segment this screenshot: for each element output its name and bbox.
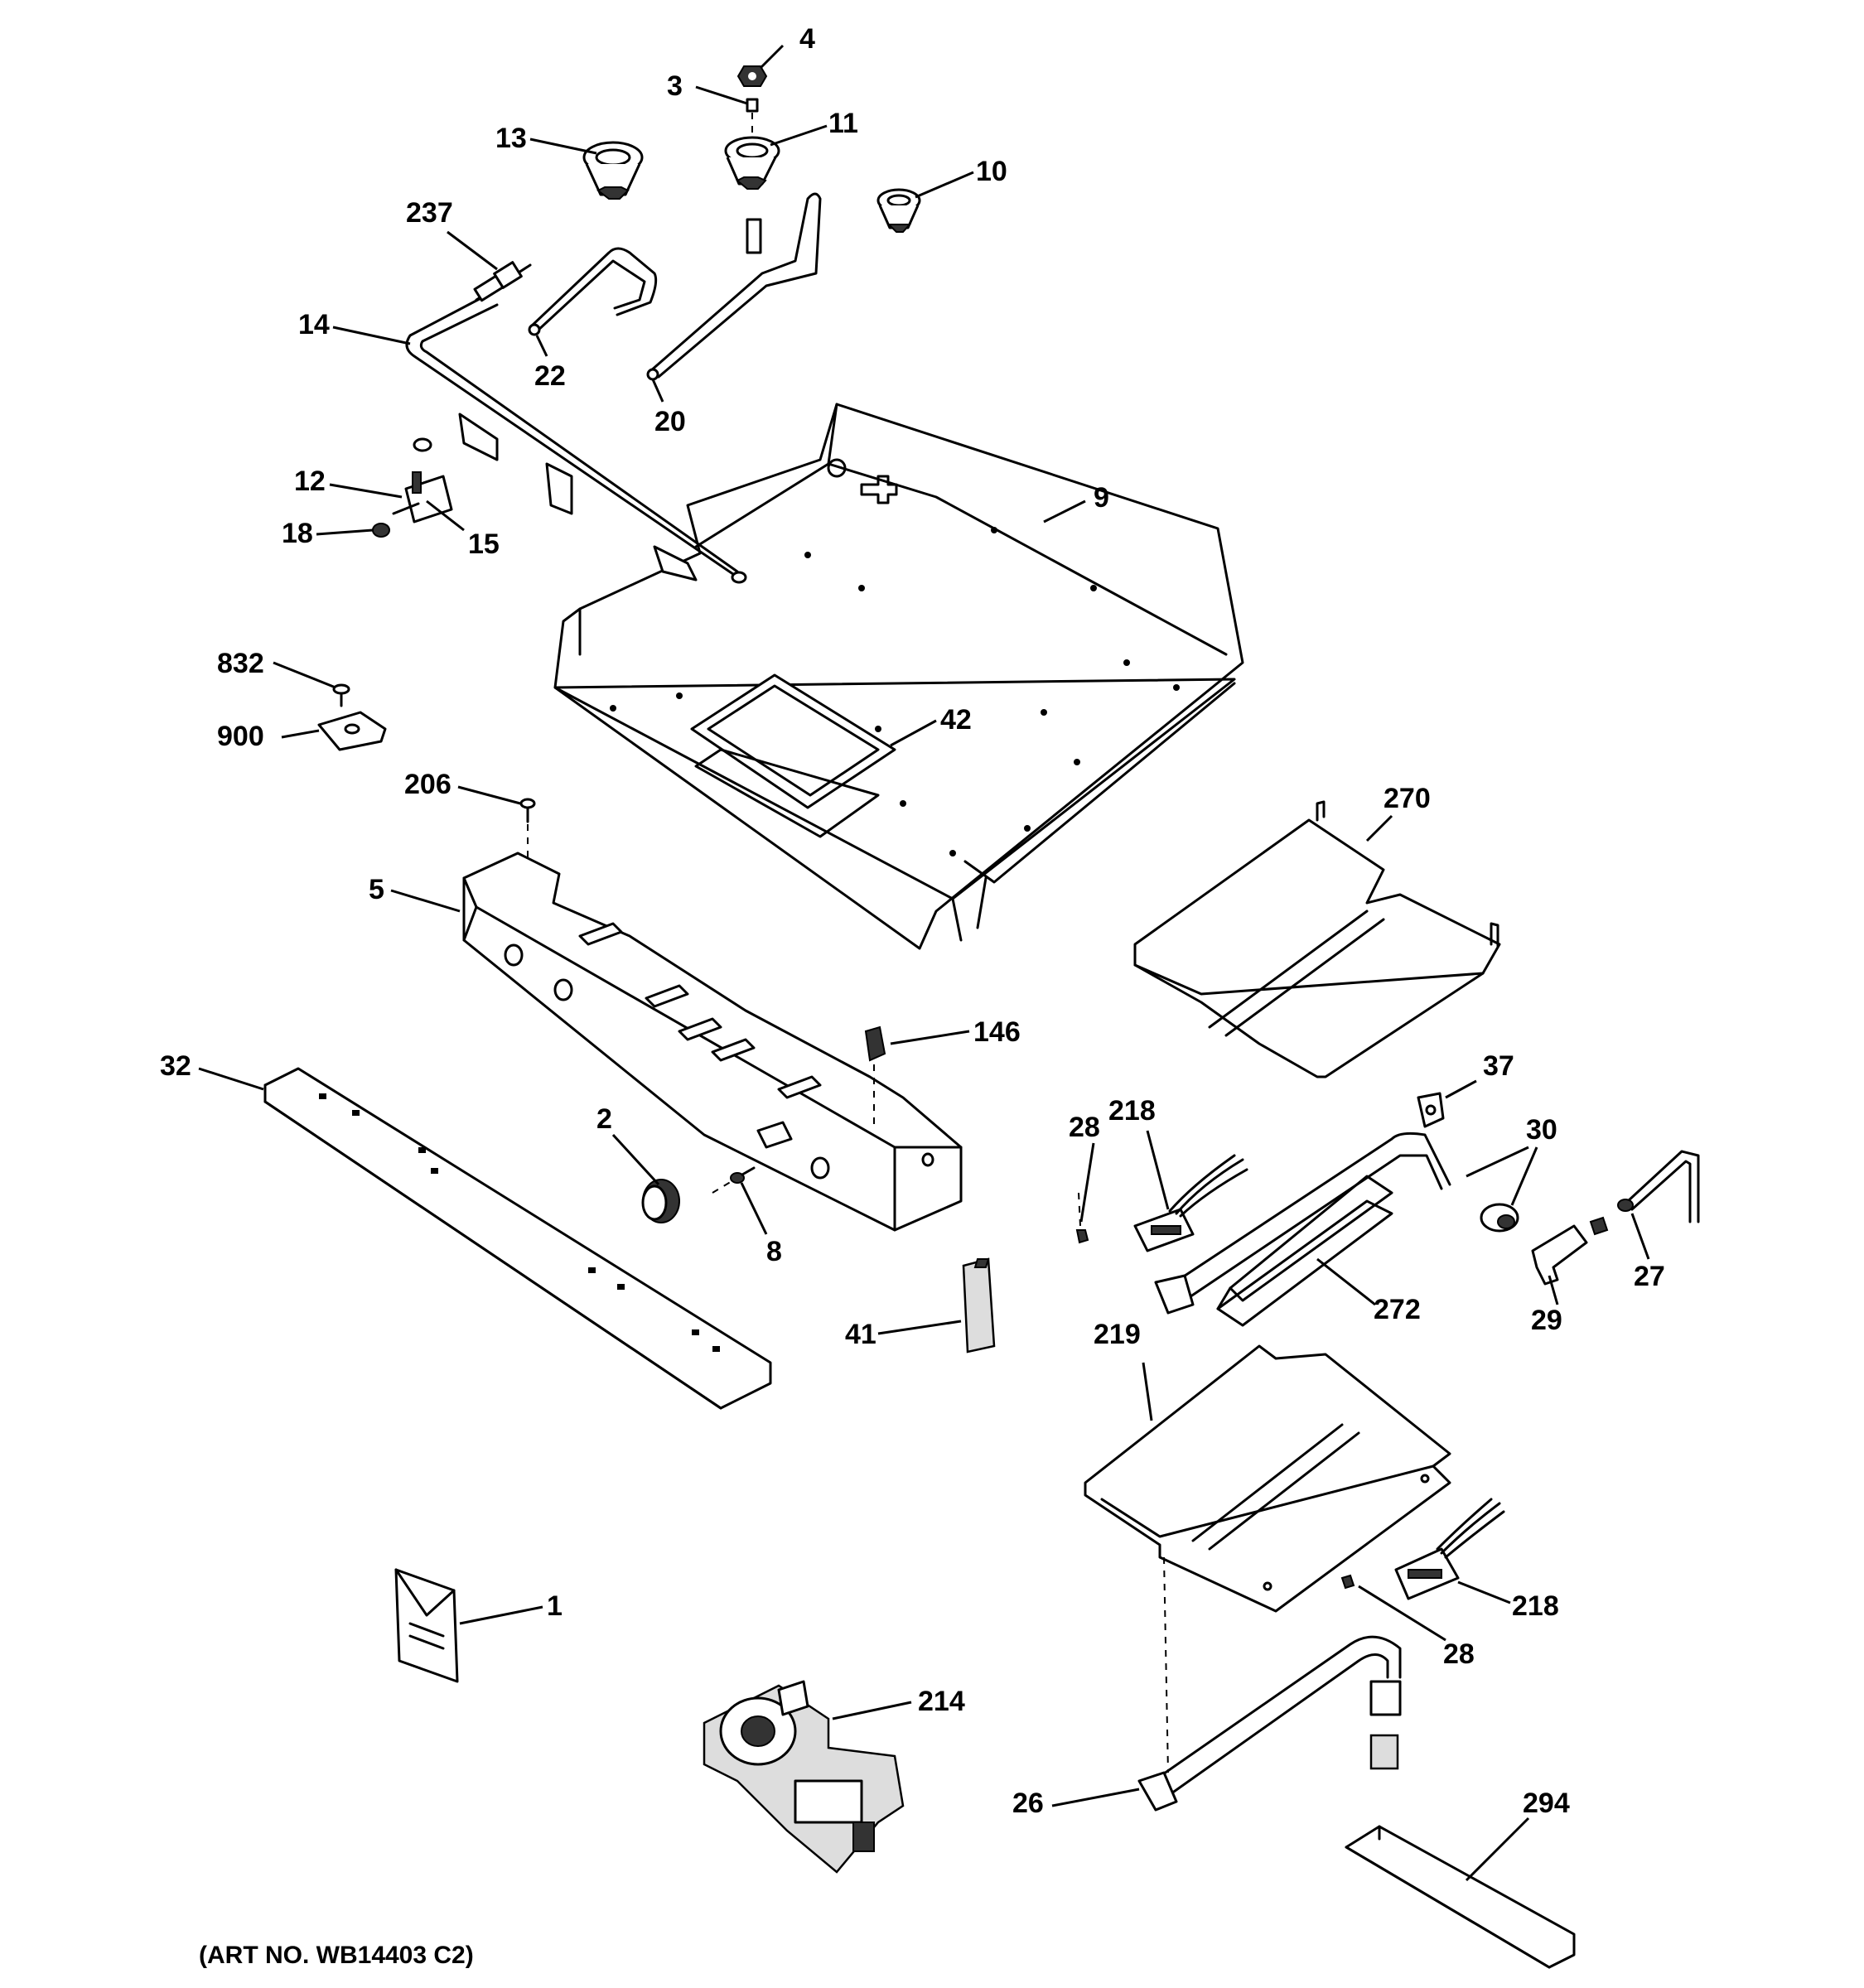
label-22: 22 xyxy=(534,360,566,392)
label-5: 5 xyxy=(369,874,384,905)
part-26-burner-lower xyxy=(1137,1635,1402,1812)
part-237-fitting xyxy=(473,261,532,302)
part-32-strip xyxy=(263,1067,772,1410)
part-29-elbow xyxy=(1531,1216,1609,1286)
label-4: 4 xyxy=(799,23,815,55)
part-294-shield xyxy=(1345,1825,1576,1969)
label-219: 219 xyxy=(1094,1319,1141,1350)
part-8-screw xyxy=(712,1166,756,1194)
part-146-clip xyxy=(864,1025,886,1127)
label-294: 294 xyxy=(1523,1788,1570,1819)
part-9-burner-box xyxy=(553,403,1244,950)
label-14: 14 xyxy=(298,309,330,340)
label-42: 42 xyxy=(940,704,972,736)
part-272-burner-upper xyxy=(1154,1132,1451,1327)
label-3: 3 xyxy=(667,70,683,102)
part-27-fitting xyxy=(1617,1150,1700,1223)
label-237: 237 xyxy=(406,197,453,229)
label-272: 272 xyxy=(1374,1294,1421,1325)
label-18: 18 xyxy=(282,518,313,549)
part-14-manifold xyxy=(405,292,747,584)
part-2-knob xyxy=(641,1179,680,1223)
part-28-clip-lower xyxy=(1340,1574,1355,1590)
label-9: 9 xyxy=(1094,482,1109,514)
label-13: 13 xyxy=(495,123,527,154)
part-900-bracket xyxy=(317,711,387,751)
label-28-upper: 28 xyxy=(1069,1112,1100,1143)
label-1: 1 xyxy=(547,1590,563,1622)
label-214: 214 xyxy=(918,1686,965,1717)
label-32: 32 xyxy=(160,1050,191,1082)
part-5-panel xyxy=(462,852,963,1232)
part-1-envelope xyxy=(394,1568,459,1683)
part-20-tube xyxy=(646,192,822,381)
label-10: 10 xyxy=(976,156,1007,187)
label-832: 832 xyxy=(217,648,264,679)
label-26: 26 xyxy=(1012,1788,1044,1819)
part-219-plate xyxy=(1084,1344,1451,1613)
part-3-orifice xyxy=(746,98,759,133)
part-28-clip-upper xyxy=(1075,1192,1089,1244)
part-270-plate xyxy=(1133,800,1501,1078)
part-214-regulator xyxy=(703,1680,905,1874)
part-218-ignitor-upper xyxy=(1133,1154,1248,1252)
part-4-nut xyxy=(736,65,768,87)
label-270: 270 xyxy=(1384,783,1431,814)
part-218-ignitor-lower xyxy=(1394,1498,1505,1600)
part-12-15-18-bracket xyxy=(372,437,453,538)
label-146: 146 xyxy=(973,1016,1021,1048)
label-12: 12 xyxy=(294,466,326,497)
label-206: 206 xyxy=(404,769,452,800)
part-42-plate xyxy=(690,673,896,838)
label-20: 20 xyxy=(654,406,686,437)
leader-lines xyxy=(198,44,1650,1882)
label-218-upper: 218 xyxy=(1108,1095,1156,1127)
label-27: 27 xyxy=(1634,1261,1665,1292)
label-8: 8 xyxy=(766,1236,782,1267)
label-15: 15 xyxy=(468,528,500,560)
label-29: 29 xyxy=(1531,1305,1562,1336)
part-30-air-shutter xyxy=(1480,1203,1519,1233)
part-832-screw xyxy=(332,683,350,707)
art-number: (ART NO. WB14403 C2) xyxy=(199,1942,474,1969)
part-37-bracket xyxy=(1417,1092,1445,1128)
part-13-burner-head xyxy=(582,141,644,200)
label-218-lower: 218 xyxy=(1512,1590,1559,1622)
label-30: 30 xyxy=(1526,1114,1557,1146)
part-labels: 4 3 11 13 10 237 14 22 20 9 12 15 18 832… xyxy=(160,23,1665,1819)
label-37: 37 xyxy=(1483,1050,1514,1082)
label-41: 41 xyxy=(845,1319,876,1350)
part-22-tube xyxy=(528,247,658,336)
part-10-burner-head xyxy=(876,188,921,233)
label-900: 900 xyxy=(217,721,264,752)
part-41-block xyxy=(962,1257,996,1353)
label-28-lower: 28 xyxy=(1443,1638,1475,1670)
label-2: 2 xyxy=(596,1103,612,1135)
part-11-burner-head xyxy=(724,136,780,190)
label-11: 11 xyxy=(828,108,858,139)
